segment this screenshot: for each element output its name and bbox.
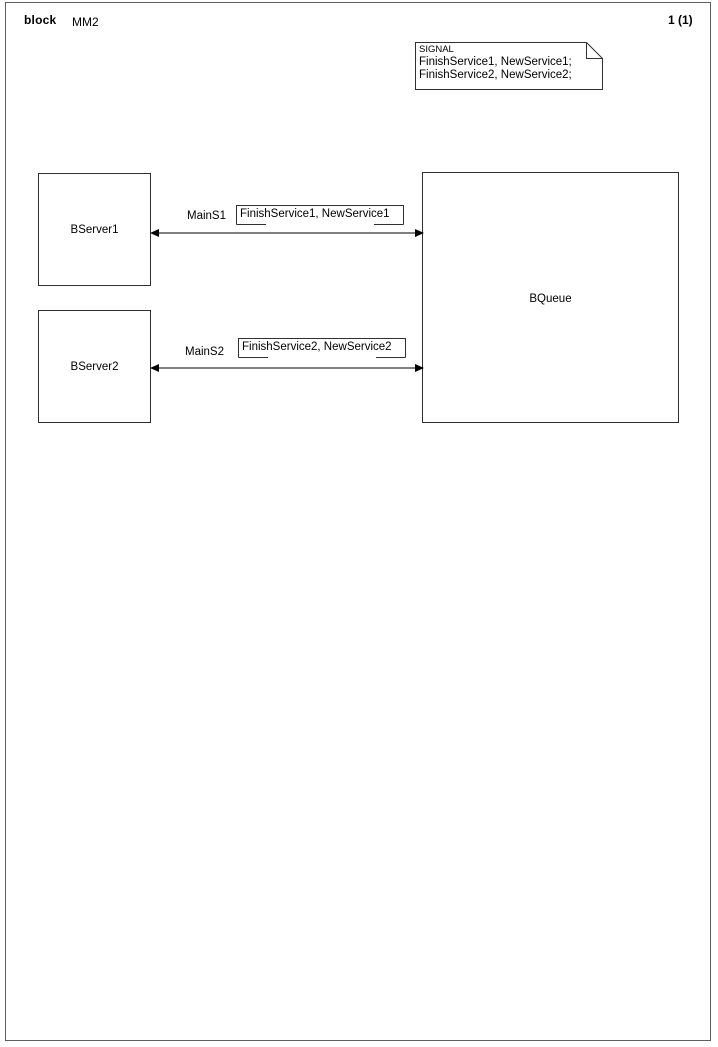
note-keyword: SIGNAL [419, 44, 454, 55]
signal-list-mains1-label: FinishService1, NewService1 [240, 208, 390, 220]
channel-mains1[interactable]: MainS1 [150, 210, 424, 240]
signal-list-mains2[interactable]: FinishService2, NewService2 [238, 338, 406, 358]
note-signal-line-2: FinishService2, NewService2; [419, 69, 572, 81]
page-number-label: 1 (1) [668, 13, 693, 27]
channel-mains2-arrow-icon [150, 364, 424, 372]
block-bserver2[interactable]: BServer2 [38, 310, 151, 423]
channel-mains1-arrow-icon [150, 229, 424, 237]
note-shape-icon [415, 42, 603, 90]
channel-mains2[interactable]: MainS2 [150, 346, 424, 375]
diagram-kind-label: block [24, 13, 57, 27]
channel-mains2-label: MainS2 [185, 346, 224, 358]
diagram-name-label: MM2 [72, 15, 99, 29]
note-signal-line-1: FinishService1, NewService1; [419, 56, 572, 68]
block-bserver2-label: BServer2 [70, 361, 119, 373]
signal-declaration-note[interactable]: SIGNAL FinishService1, NewService1; Fini… [415, 42, 603, 90]
block-bserver1[interactable]: BServer1 [38, 173, 151, 286]
block-bqueue[interactable]: BQueue [422, 172, 679, 423]
note-text-block: SIGNAL FinishService1, NewService1; Fini… [419, 44, 601, 82]
signal-list-box-shape-icon [238, 338, 406, 358]
block-bqueue-label: BQueue [529, 293, 572, 305]
page-frame [5, 2, 711, 1041]
signal-list-mains2-label: FinishService2, NewService2 [242, 341, 392, 353]
block-bserver1-label: BServer1 [70, 224, 119, 236]
signal-list-box-shape-icon [236, 205, 404, 225]
channel-mains1-label: MainS1 [187, 210, 226, 222]
signal-list-mains1[interactable]: FinishService1, NewService1 [236, 205, 404, 225]
